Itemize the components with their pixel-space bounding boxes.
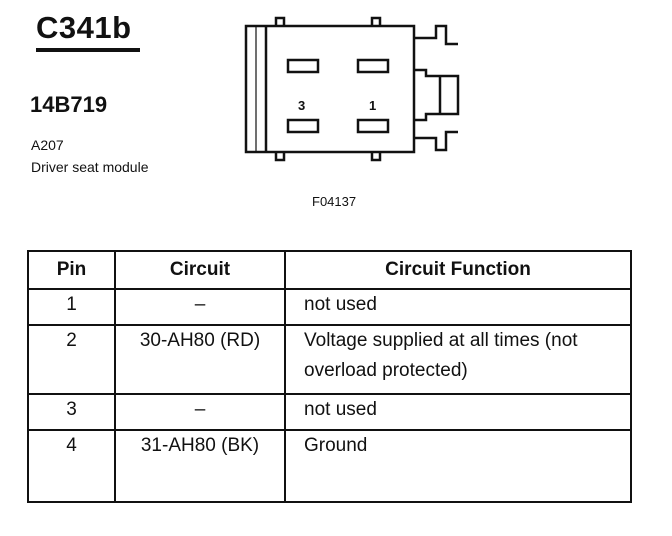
pin-cell: 1: [27, 288, 116, 326]
pin-cell: 2: [27, 324, 116, 395]
circuit-cell: 30-AH80 (RD): [114, 324, 286, 395]
connector-id: C341b: [36, 10, 132, 45]
function-cell: not used: [284, 288, 632, 326]
circuit-cell: –: [114, 393, 286, 431]
function-cell: not used: [284, 393, 632, 431]
latch-bottom: [414, 130, 458, 152]
table-row: 1 – not used: [27, 288, 632, 326]
circuit-cell: –: [114, 288, 286, 326]
pin-cavity-1: [356, 118, 390, 134]
pin-cavity-4: [286, 58, 320, 74]
pin-table: Pin Circuit Circuit Function 1 – not use…: [27, 250, 632, 503]
connector-body: [244, 24, 416, 154]
column-header-pin: Pin: [27, 250, 116, 290]
connector-diagram: 3 1: [244, 16, 460, 162]
latch-top: [414, 24, 458, 46]
location-code: A207: [31, 137, 64, 153]
pin-cell: 3: [27, 393, 116, 431]
pin-cavity-3: [286, 118, 320, 134]
column-header-circuit: Circuit: [114, 250, 286, 290]
circuit-cell: 31-AH80 (BK): [114, 429, 286, 503]
part-number: 14B719: [30, 92, 108, 117]
latch-middle: [414, 68, 460, 122]
figure-id: F04137: [312, 194, 357, 209]
connector-id-underline: [36, 48, 140, 52]
table-header-row: Pin Circuit Circuit Function: [27, 250, 632, 290]
pin-cell: 4: [27, 429, 116, 503]
table-row: 2 30-AH80 (RD) Voltage supplied at all t…: [27, 324, 632, 395]
pin-cavity-2: [356, 58, 390, 74]
module-name: Driver seat module: [31, 159, 149, 175]
table-row: 4 31-AH80 (BK) Ground: [27, 429, 632, 503]
pin-label-1: 1: [369, 98, 376, 113]
pin-label-3: 3: [298, 98, 305, 113]
column-header-function: Circuit Function: [284, 250, 632, 290]
function-cell: Ground: [284, 429, 632, 503]
function-cell: Voltage supplied at all times (not overl…: [284, 324, 632, 395]
table-row: 3 – not used: [27, 393, 632, 431]
